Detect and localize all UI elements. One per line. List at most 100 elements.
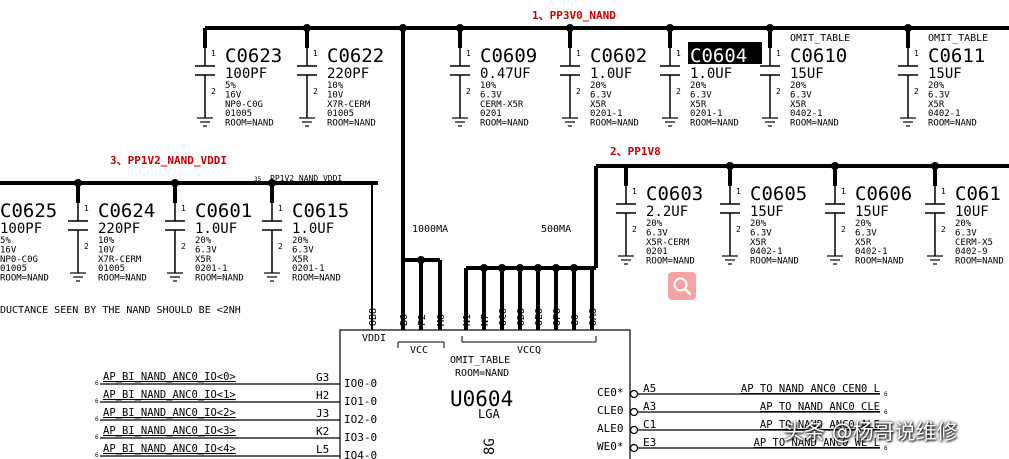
pin-number: E3 bbox=[643, 436, 656, 449]
net-name[interactable]: AP_TO_NAND_ANC0_CLE bbox=[760, 401, 880, 413]
capacitor-refdes: C0623 bbox=[225, 45, 282, 67]
capacitor-pin-2: 2 bbox=[84, 242, 89, 251]
capacitor-refdes: C0609 bbox=[480, 45, 537, 67]
capacitor-c0609[interactable]: 12C06090.47UF10%6.3VCERM-X5R0201ROOM=NAN… bbox=[450, 45, 537, 129]
capacitor-refdes: C0610 bbox=[790, 45, 847, 67]
capacitor-omit-label: OMIT_TABLE bbox=[790, 33, 850, 44]
watermark: 头条 @杨哥说维修 bbox=[783, 420, 958, 444]
net-name[interactable]: AP_BI_NAND_ANC0_IO<1> bbox=[103, 389, 236, 401]
capacitor-value: 220PF bbox=[98, 221, 140, 237]
pin-name: WE0* bbox=[597, 440, 624, 453]
ic-body bbox=[339, 329, 631, 459]
pin-number: C1 bbox=[643, 418, 656, 431]
pin-group-vddi: VDDI bbox=[362, 333, 386, 344]
current-label-500ma: 500MA bbox=[541, 224, 571, 235]
capacitor-value: 2.2UF bbox=[646, 204, 688, 220]
net-name[interactable]: AP_TO_NAND_ANC0_ALE bbox=[760, 419, 880, 431]
capacitor-spec: ROOM=NAND bbox=[590, 119, 639, 129]
net-name[interactable]: AP_BI_NAND_ANC0_IO<2> bbox=[103, 407, 236, 419]
capacitor-spec: 6.3V bbox=[480, 90, 502, 100]
capacitor-spec: ROOM=NAND bbox=[292, 274, 341, 284]
capacitor-spec: ROOM=NAND bbox=[0, 274, 49, 284]
search-icon bbox=[673, 277, 692, 296]
capacitor-c0610[interactable]: 12OMIT_TABLEC061015UF20%6.3VX5R0402-1ROO… bbox=[760, 33, 850, 129]
capacitor-pin-1: 1 bbox=[576, 49, 581, 58]
net-label-pp1v8: 2、PP1V8 bbox=[610, 145, 661, 158]
capacitor-c0611[interactable]: 12OMIT_TABLEC061115UF20%6.3VX5R0402-1ROO… bbox=[898, 33, 988, 129]
capacitor-refdes: C0611 bbox=[928, 45, 985, 67]
capacitor-spec: 6.3V bbox=[855, 228, 877, 238]
capacitor-pin-2: 2 bbox=[211, 87, 216, 96]
pin-number: J3 bbox=[316, 407, 329, 420]
capacitor-spec: 01005 bbox=[98, 264, 125, 274]
ic-room-label: ROOM=NAND bbox=[455, 368, 509, 379]
capacitor-refdes: C0622 bbox=[327, 45, 384, 67]
net-name[interactable]: AP_BI_NAND_ANC0_IO<4> bbox=[103, 443, 236, 455]
capacitor-pin-2: 2 bbox=[941, 225, 946, 234]
rail-wires bbox=[0, 26, 1009, 330]
capacitor-spec: CERM-X5R bbox=[480, 100, 524, 110]
pin-number: L5 bbox=[316, 443, 329, 456]
pin-group-vccq: VCCQ bbox=[517, 345, 541, 356]
capacitor-pin-2: 2 bbox=[736, 225, 741, 234]
capacitor-spec: 0402-1 bbox=[750, 247, 783, 257]
offpage-marker: 6 bbox=[95, 380, 99, 387]
capacitor-pin-1: 1 bbox=[676, 49, 681, 58]
capacitor-spec: ROOM=NAND bbox=[790, 119, 839, 129]
capacitor-spec: 6.3V bbox=[955, 228, 977, 238]
ic-left-pin-row[interactable]: 6 AP_BI_NAND_ANC0_IO<4> L5 IO4-0 bbox=[95, 443, 377, 459]
capacitor-value: 100PF bbox=[0, 221, 42, 237]
capacitor-value: 100PF bbox=[225, 66, 267, 82]
capacitor-spec: 0201-1 bbox=[195, 264, 228, 274]
offpage-marker: 6 bbox=[884, 391, 888, 398]
net-name[interactable]: AP_TO_NAND_ANC0_WE_L bbox=[754, 437, 880, 449]
capacitor-pin-1: 1 bbox=[278, 204, 283, 213]
capacitor-value: 1.0UF bbox=[590, 66, 632, 82]
pin-name: IO4-0 bbox=[344, 449, 377, 459]
capacitor-spec: 01005 bbox=[327, 109, 354, 119]
capacitor-refdes: C0601 bbox=[195, 200, 252, 222]
net-name[interactable]: AP_TO_NAND_ANC0_CEN0_L bbox=[741, 383, 880, 395]
capacitor-spec: 10% bbox=[98, 236, 115, 246]
capacitor-spec: 5% bbox=[225, 81, 236, 91]
pin-group-vcc: VCC bbox=[410, 345, 428, 356]
search-button[interactable] bbox=[668, 272, 696, 300]
capacitor-spec: 16V bbox=[0, 245, 17, 255]
net-name[interactable]: AP_BI_NAND_ANC0_IO<0> bbox=[103, 371, 236, 383]
capacitor-spec: X5R bbox=[590, 100, 607, 110]
offpage-marker: 6 bbox=[95, 452, 99, 459]
pin-name: ALE0 bbox=[597, 422, 624, 435]
capacitor-spec: 20% bbox=[590, 81, 607, 91]
pin-name: IO3-0 bbox=[344, 431, 377, 444]
capacitor-pin-1: 1 bbox=[181, 204, 186, 213]
net-name[interactable]: AP_BI_NAND_ANC0_IO<3> bbox=[103, 425, 236, 437]
capacitor-spec: ROOM=NAND bbox=[327, 119, 376, 129]
capacitor-value: 0.47UF bbox=[480, 66, 531, 82]
ic-top-pin-b6: B6 bbox=[399, 314, 410, 326]
capacitor-pin-2: 2 bbox=[181, 242, 186, 251]
ic-top-pin-n7: N7 bbox=[480, 314, 491, 326]
capacitor-pin-2: 2 bbox=[313, 87, 318, 96]
